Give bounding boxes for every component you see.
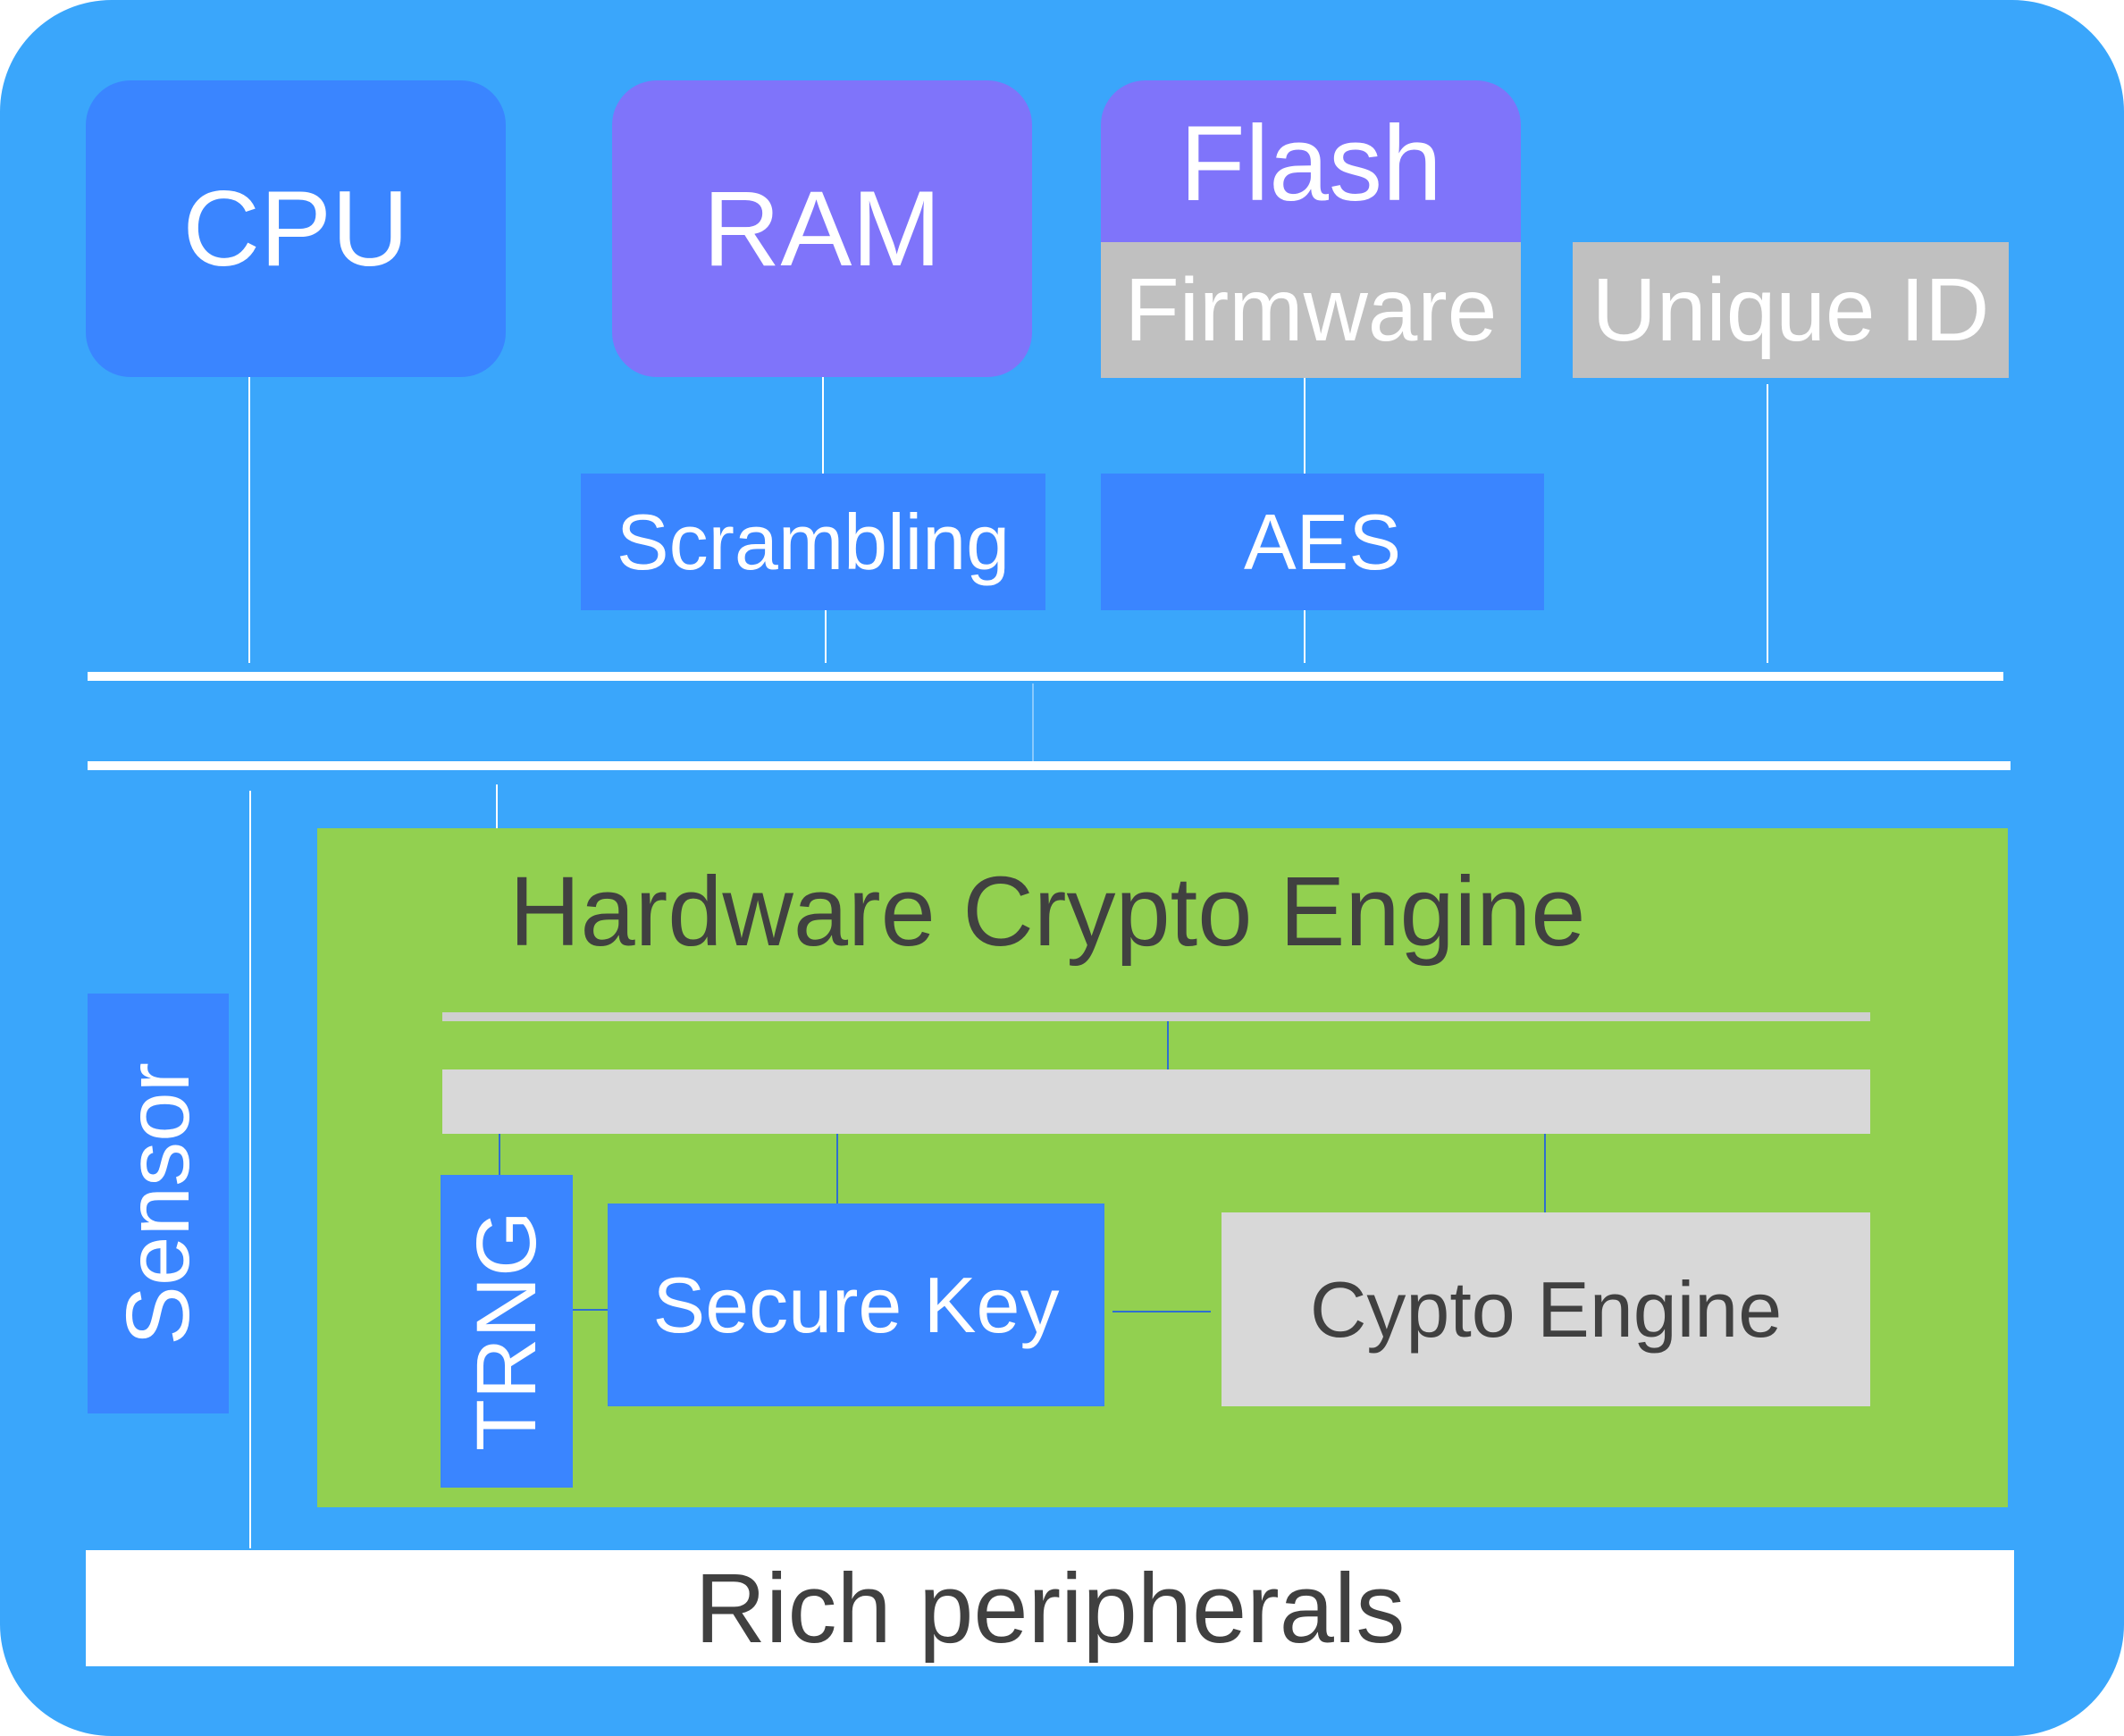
scrambling-label: Scrambling [616,497,1011,586]
flash-block: Flash [1101,80,1521,246]
ram-label: RAM [702,169,942,289]
aes-block: AES [1101,474,1544,610]
internal-bus-bar [442,1069,1870,1134]
firmware-block: Firmware [1101,242,1521,378]
secure-key-block: Secure Key [608,1203,1104,1406]
cpu-block: CPU [86,80,506,377]
sensor-label: Sensor [107,1061,208,1346]
aes-bus-connector [1304,608,1305,663]
cryptoengine-bus-connector [1544,1134,1546,1212]
rich-peripherals-label: Rich peripherals [694,1553,1406,1664]
trng-bus-connector [499,1134,500,1177]
bus-bridge-connector [1032,683,1034,764]
sensor-block: Sensor [88,994,229,1413]
unique-id-block: Unique ID [1573,242,2009,378]
scrambling-block: Scrambling [581,474,1045,610]
system-bus-lower [88,761,2011,770]
crypto-engine-label: Cypto Engine [1309,1264,1783,1354]
firmware-label: Firmware [1124,259,1498,360]
hardware-crypto-engine-title: Hardware Crypto Engine [509,857,1586,967]
ram-scrambling-connector [822,375,824,475]
ram-block: RAM [612,80,1032,377]
securekey-bus-connector [836,1134,838,1205]
firmware-aes-connector [1304,375,1305,475]
scrambling-bus-connector [825,608,827,663]
rich-peripherals-bar: Rich peripherals [86,1550,2014,1666]
cpu-bus-connector [248,375,250,663]
aes-label: AES [1243,497,1402,586]
secure-key-label: Secure Key [652,1260,1060,1349]
unique-id-label: Unique ID [1591,259,1990,360]
internal-bus-connector [1167,1021,1169,1075]
trng-label: TRNG [458,1211,554,1452]
crypto-engine-block: Cypto Engine [1222,1212,1870,1406]
trng-securekey-connector [572,1309,612,1311]
internal-bus-line [442,1012,1870,1021]
securekey-cryptoengine-connector [1112,1311,1211,1312]
sensor-connector [249,791,251,1548]
flash-label: Flash [1180,103,1442,223]
cpu-label: CPU [182,169,409,289]
uniqueid-bus-connector [1767,384,1768,663]
trng-block: TRNG [441,1175,573,1488]
hardware-crypto-engine-block: Hardware Crypto Engine TRNG Secure Key C… [317,828,2008,1507]
system-bus-upper [88,672,2003,681]
